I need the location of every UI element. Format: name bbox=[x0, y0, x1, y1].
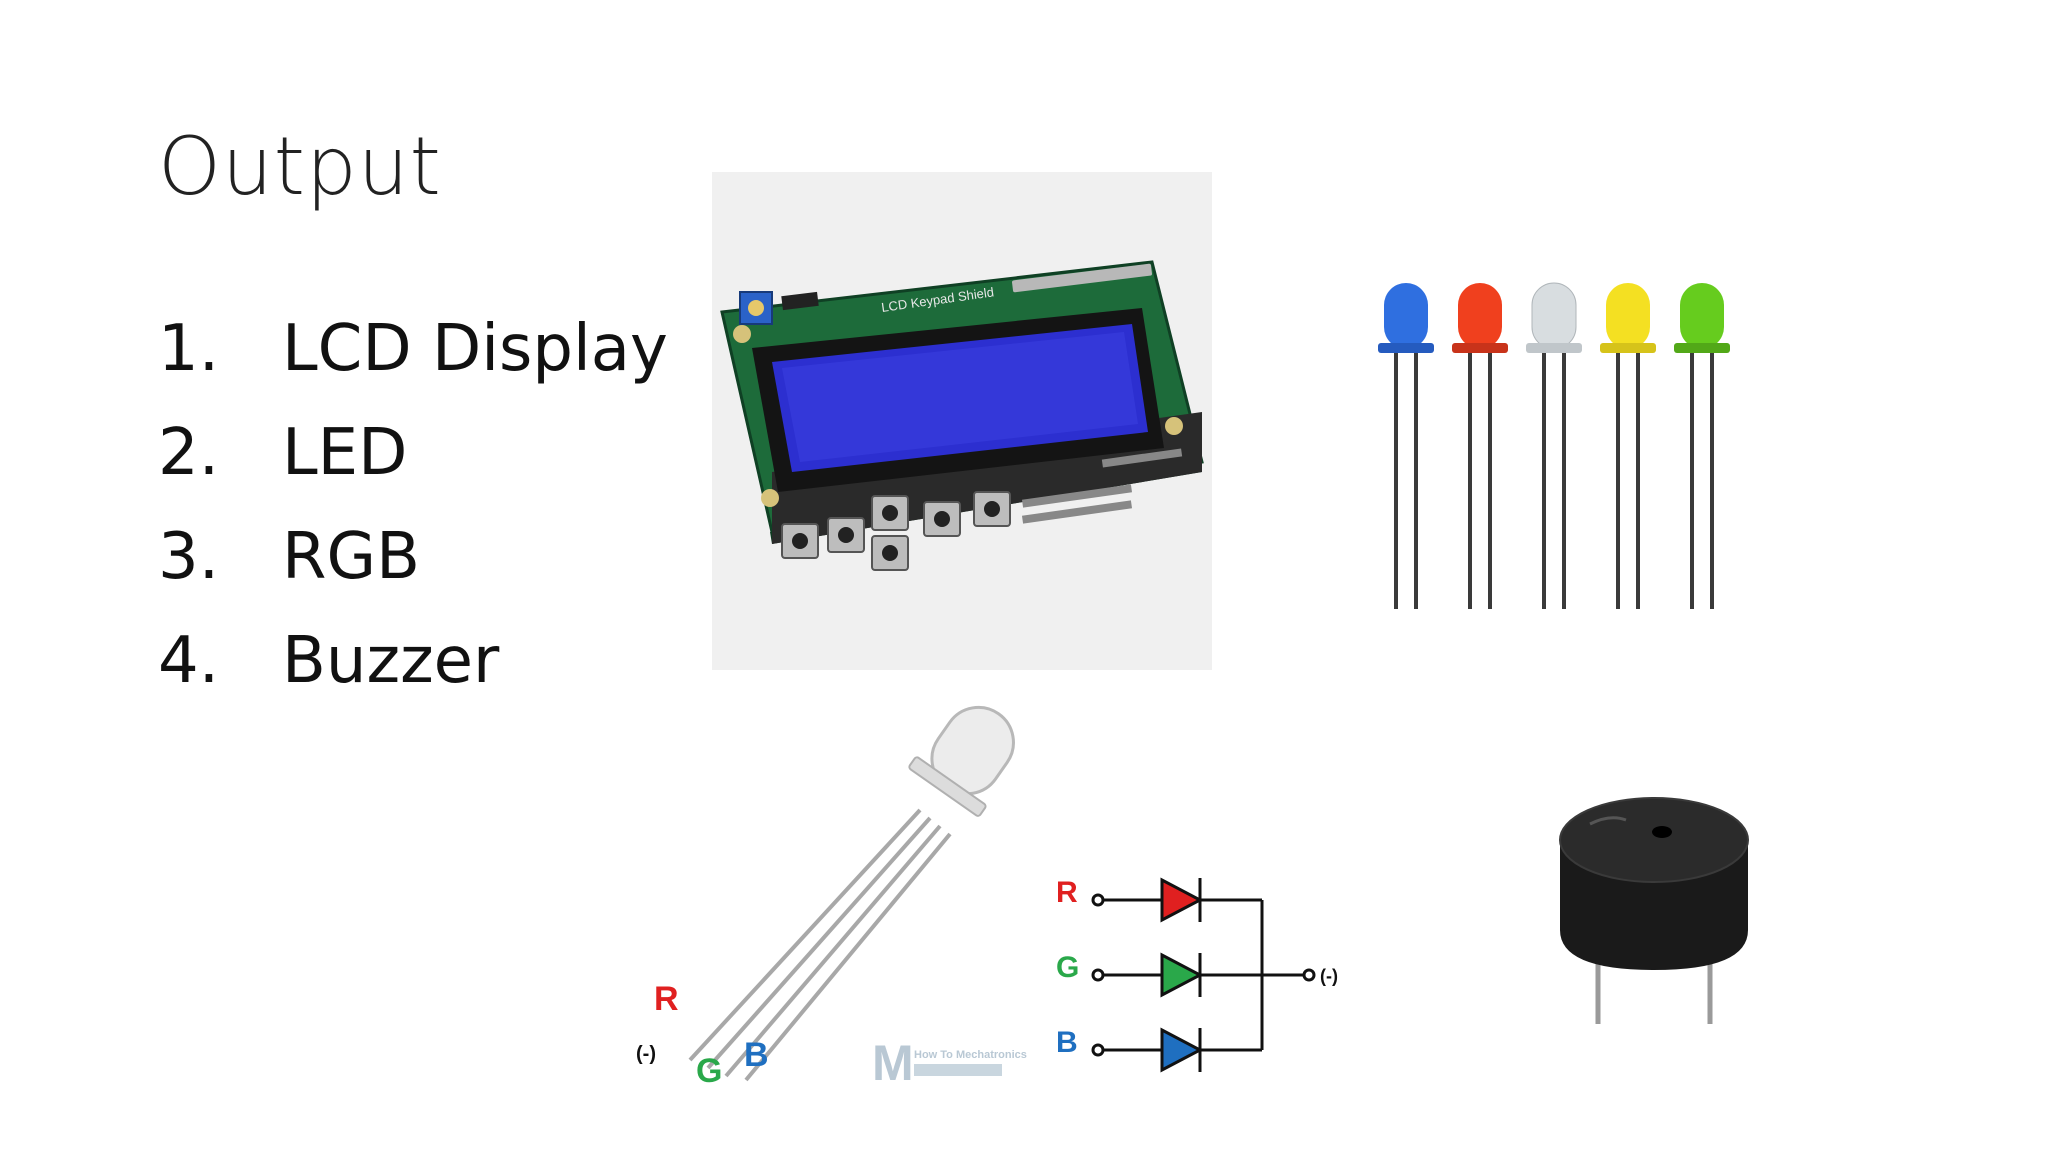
list-label: LED bbox=[282, 416, 408, 490]
list-number: 3. bbox=[158, 520, 220, 594]
schematic-label-common: (-) bbox=[1320, 966, 1338, 986]
leds-image bbox=[1378, 282, 1730, 609]
rgb-led-image: R (-) G B M How To Mechatronics R G B bbox=[636, 705, 1338, 1091]
list-number: 4. bbox=[158, 624, 220, 698]
rgb-pin-label-g: G bbox=[696, 1052, 722, 1090]
list-label: Buzzer bbox=[282, 624, 500, 698]
rgb-pin-label-b: B bbox=[744, 1036, 769, 1074]
list-number: 2. bbox=[158, 416, 220, 490]
list-item: 4. Buzzer bbox=[158, 624, 668, 728]
list-label: LCD Display bbox=[282, 312, 668, 386]
output-list: 1. LCD Display 2. LED 3. RGB 4. Buzzer bbox=[158, 312, 668, 728]
svg-text:M: M bbox=[872, 1035, 914, 1091]
led-yellow bbox=[1600, 283, 1656, 609]
buzzer-image bbox=[1559, 797, 1749, 1024]
schematic-label-r: R bbox=[1056, 876, 1078, 909]
watermark-text: How To Mechatronics bbox=[914, 1049, 1027, 1061]
slide-title: Output bbox=[158, 120, 442, 213]
list-label: RGB bbox=[282, 520, 420, 594]
list-item: 1. LCD Display bbox=[158, 312, 668, 416]
lcd-shield-image: LCD Keypad Shield bbox=[712, 172, 1212, 670]
led-white bbox=[1526, 282, 1582, 609]
rgb-pin-label-minus: (-) bbox=[636, 1043, 656, 1065]
watermark-logo: M How To Mechatronics bbox=[872, 1035, 1027, 1091]
schematic-label-b: B bbox=[1056, 1026, 1078, 1059]
led-green bbox=[1674, 283, 1730, 609]
list-number: 1. bbox=[158, 312, 220, 386]
rgb-pin-label-r: R bbox=[654, 980, 679, 1018]
led-blue bbox=[1378, 283, 1434, 609]
led-red bbox=[1452, 283, 1508, 609]
schematic-label-g: G bbox=[1056, 951, 1079, 984]
rgb-schematic: R G B (-) bbox=[1056, 876, 1338, 1073]
list-item: 3. RGB bbox=[158, 520, 668, 624]
list-item: 2. LED bbox=[158, 416, 668, 520]
